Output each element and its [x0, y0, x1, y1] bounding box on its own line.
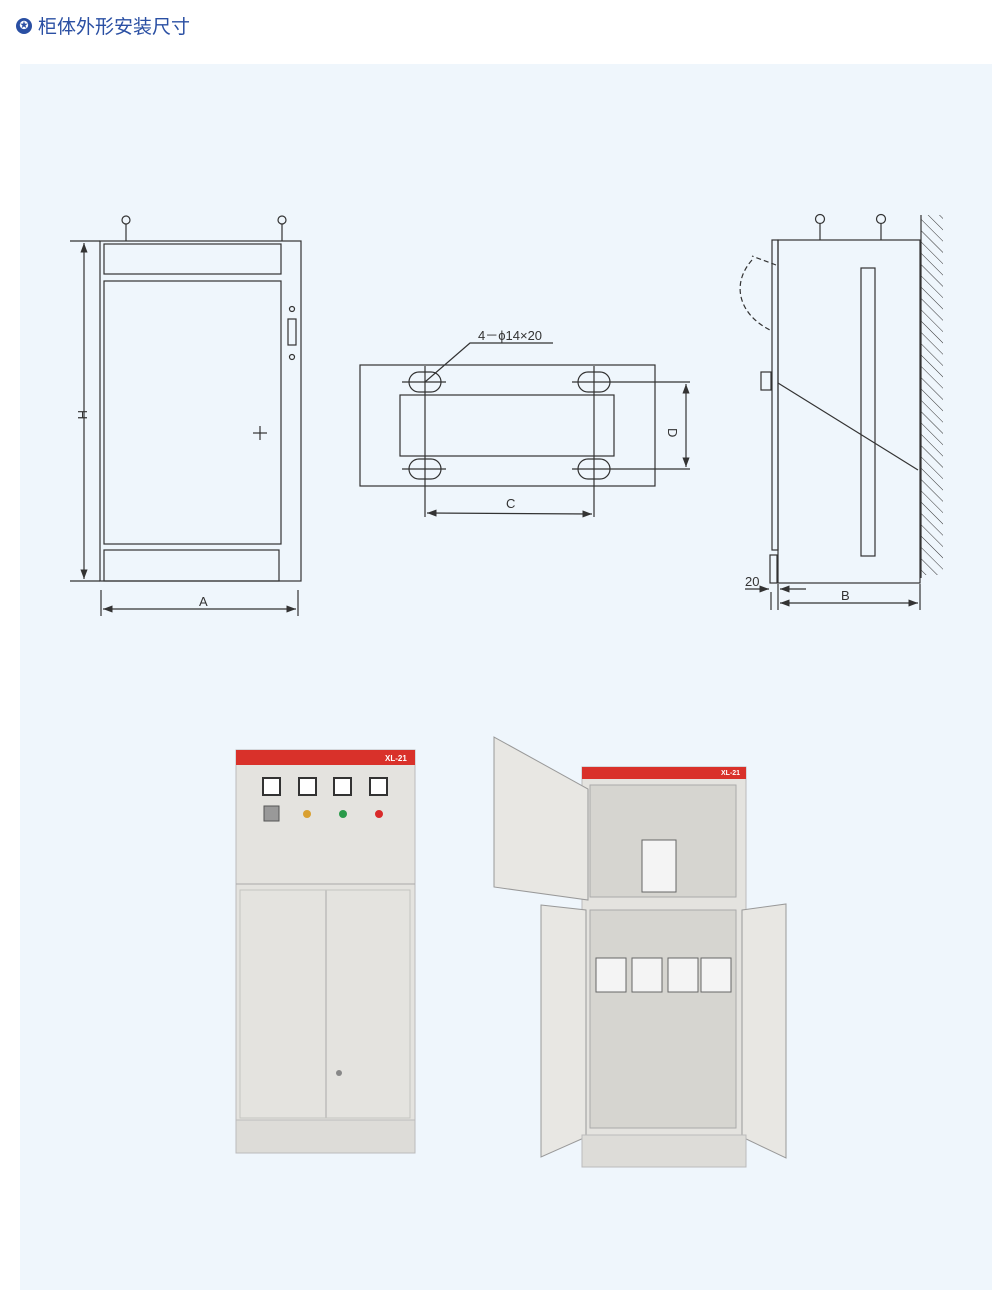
- open-cabinet-photo: [493, 736, 787, 1168]
- cabinet-model-label: XL-21: [385, 754, 407, 763]
- closed-cabinet-photo: [235, 749, 416, 1154]
- d-dimension-label: D: [665, 428, 680, 437]
- c-dimension-label: C: [506, 496, 515, 511]
- depth-label: B: [841, 588, 850, 603]
- hole-spec-label: 4－ϕ14×20: [478, 328, 542, 343]
- base-plan-drawing: [359, 342, 690, 518]
- height-label: H: [75, 410, 90, 419]
- section-title-text: 柜体外形安装尺寸: [38, 16, 191, 38]
- width-label: A: [199, 594, 208, 609]
- open-cabinet-model-label: XL-21: [721, 770, 740, 777]
- gap-label: 20: [745, 574, 759, 589]
- star-icon: ✪: [16, 17, 32, 34]
- front-view-drawing: [70, 215, 302, 616]
- content-panel: [20, 64, 992, 1290]
- section-title: ✪ 柜体外形安装尺寸: [16, 12, 190, 39]
- side-view-drawing: [739, 213, 943, 610]
